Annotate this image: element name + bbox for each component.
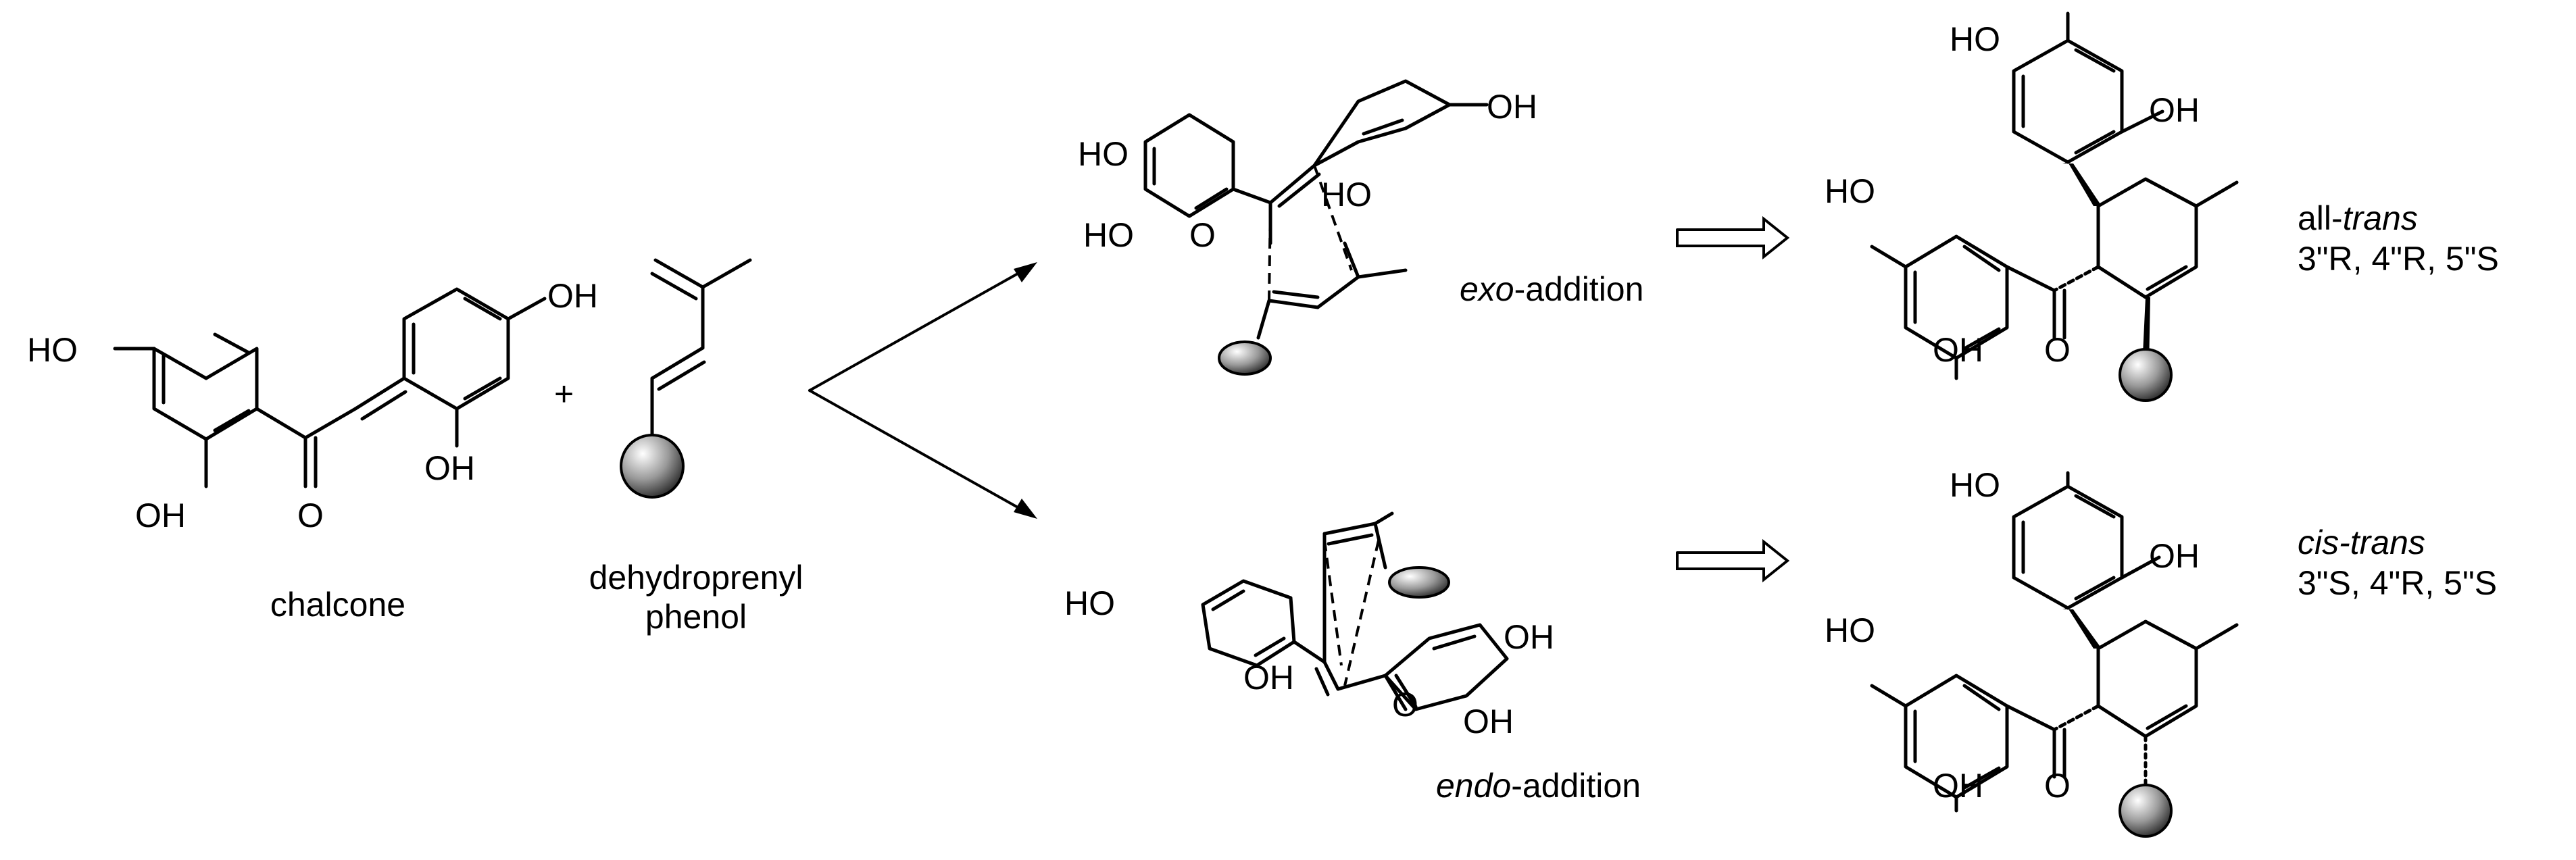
plus-sign: +: [554, 375, 574, 413]
exo-ho-label-3: HO: [1321, 176, 1372, 213]
phenol-sphere-icon: [620, 434, 685, 499]
exo-addition-label: exo-addition: [1460, 270, 1643, 308]
dehydroprenyl-caption-1: dehydroprenyl: [589, 559, 803, 597]
chalcone-ho-label: HO: [27, 331, 78, 369]
endo-oh-label-2: OH: [1504, 618, 1554, 656]
endo-o-label: O: [1392, 686, 1418, 724]
endo-prefix: endo: [1436, 767, 1511, 805]
exo-suffix: -addition: [1514, 270, 1644, 308]
endo-transition-state: HO OH O OH OH: [1064, 511, 1554, 740]
chalcone-structure: HO OH O OH OH: [27, 277, 598, 534]
alltrans-o-label: O: [2044, 331, 2071, 369]
branch-arrows: [808, 262, 1037, 519]
endo-ring-right: [1383, 623, 1509, 711]
chalcone-oh-label-3: OH: [547, 277, 598, 315]
endo-oh-label-1: OH: [1243, 659, 1294, 697]
cistrans-cyclohexene: [2096, 619, 2198, 738]
endo-ho-label: HO: [1064, 584, 1115, 622]
exo-transition-state: HO HO O HO OH: [1078, 79, 1537, 376]
alltrans-ring-top: [2012, 39, 2124, 164]
alltrans-italic: trans: [2343, 199, 2418, 237]
cistrans-title: cis-trans: [2298, 524, 2425, 561]
exo-o-label: O: [1189, 216, 1216, 254]
dehydroprenyl-phenol-structure: [620, 258, 752, 499]
alltrans-cyclohexene: [2096, 177, 2198, 299]
alltrans-prefix: all-: [2298, 199, 2343, 237]
chalcone-oh-label-1: OH: [135, 497, 186, 534]
cistrans-sphere-icon: [2119, 784, 2173, 838]
alltrans-ho-label-left: HO: [1825, 172, 1875, 210]
cistrans-config: 3"S, 4"R, 5"S: [2298, 564, 2497, 602]
product-all-trans: HO OH HO OH O: [1825, 11, 2239, 402]
chalcone-caption: chalcone: [270, 586, 405, 624]
alltrans-title: all-trans: [2298, 199, 2418, 237]
chalcone-oh-label-2: OH: [424, 449, 475, 487]
exo-ho-label-1: HO: [1078, 135, 1129, 173]
alltrans-ring-left: [1904, 234, 2009, 360]
retro-arrow-top: [1676, 216, 1790, 260]
endo-sphere-icon: [1388, 566, 1450, 599]
product-cis-trans: HO OH HO OH O: [1825, 466, 2239, 838]
exo-ring-right: [1312, 79, 1452, 168]
cistrans-ho-label-top: HO: [1950, 466, 2000, 504]
exo-sphere-icon: [1218, 340, 1272, 376]
alltrans-sphere-icon: [2119, 348, 2173, 402]
alltrans-config: 3"R, 4"R, 5"S: [2298, 240, 2499, 278]
endo-oh-label-3: OH: [1463, 703, 1514, 740]
alltrans-ho-label-top: HO: [1950, 20, 2000, 58]
cistrans-oh-label-bottom: OH: [1933, 767, 1983, 805]
chalcone-ring-b: [402, 287, 510, 411]
cistrans-oh-label-top: OH: [2149, 537, 2200, 575]
cistrans-o-label: O: [2044, 767, 2071, 805]
cistrans-ho-label-left: HO: [1825, 611, 1875, 649]
chalcone-ring-a: [152, 347, 259, 441]
dehydroprenyl-caption-2: phenol: [645, 598, 747, 636]
exo-ho-label-2: HO: [1083, 216, 1134, 254]
endo-ring-left: [1201, 579, 1296, 667]
chalcone-o-label: O: [297, 497, 324, 534]
exo-prefix: exo: [1460, 270, 1514, 308]
alltrans-oh-label-bottom: OH: [1933, 331, 1983, 369]
exo-ring-left: [1143, 113, 1235, 218]
cistrans-ring-top: [2012, 484, 2124, 610]
exo-oh-label: OH: [1487, 88, 1537, 126]
endo-addition-label: endo-addition: [1436, 767, 1641, 805]
alltrans-oh-label-top: OH: [2149, 91, 2200, 129]
retro-arrow-bottom: [1676, 538, 1790, 583]
cistrans-ring-left: [1904, 674, 2009, 799]
endo-suffix: -addition: [1511, 767, 1641, 805]
